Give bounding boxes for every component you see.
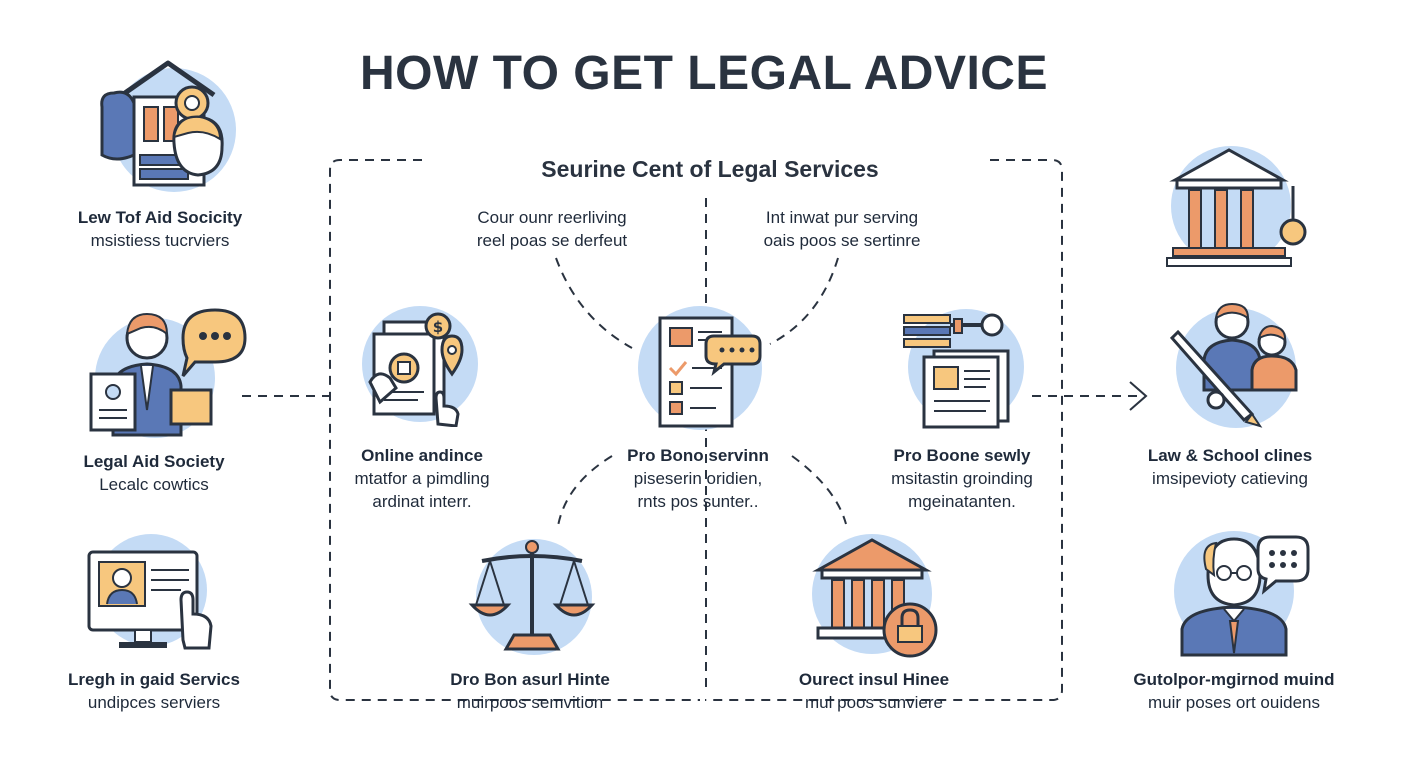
left-item-2: Legal Aid Society Lecalc cowtics (24, 450, 284, 496)
middle-item-pro-boone: Pro Boone sewly msitastin groinding mgei… (832, 444, 1092, 513)
left-item-1: Lew Tof Aid Socicity msistiess tucrviers (30, 206, 290, 252)
middle-item-5-heading: Ourect insul Hinee (798, 670, 950, 689)
left-item-1-sub: msistiess tucrviers (90, 231, 230, 250)
center-desc-right-line-1: Int inwat pur serving (765, 208, 919, 227)
right-item-2: Gutolpor-mgirnod muind muir poses ort ou… (1104, 668, 1364, 714)
middle-item-1-heading: Online andince (361, 446, 483, 465)
center-desc-left-line-1: Cour ounr reerliving (477, 208, 627, 227)
middle-item-scales: Dro Bon asurl Hinte muirpoos semvition (400, 668, 660, 714)
middle-item-5-line-1: mul poos sunviere (805, 693, 943, 712)
pro-bono-papers-key-icon (903, 309, 1024, 429)
courthouse-key-icon (1166, 146, 1307, 267)
left-item-2-heading: Legal Aid Society (83, 452, 225, 471)
middle-item-online-advice: Online andince mtatfor a pimdling ardina… (292, 444, 552, 513)
left-item-3: Lregh in gaid Servics undipces serviers (24, 668, 284, 714)
online-services-monitor-icon (87, 534, 213, 650)
scales-of-justice-icon (468, 539, 596, 655)
center-desc-right: Int inwat pur serving oais poos se serti… (722, 206, 962, 252)
left-item-3-heading: Lregh in gaid Servics (68, 670, 240, 689)
right-item-1-sub: imsipevioty catieving (1152, 469, 1308, 488)
middle-item-courthouse: Ourect insul Hinee mul poos sunviere (744, 668, 1004, 714)
center-section-title: Seurine Cent of Legal Services (541, 156, 879, 182)
left-item-2-sub: Lecalc cowtics (99, 475, 209, 494)
center-desc-left-line-2: reel poas se derfeut (476, 231, 628, 250)
mentor-advisor-icon (1174, 531, 1310, 657)
middle-item-4-heading: Dro Bon asurl Hinte (450, 670, 610, 689)
middle-item-3-heading: Pro Boone sewly (893, 446, 1031, 465)
law-school-clinic-icon (1169, 302, 1298, 428)
svg-text:$: $ (433, 318, 443, 336)
middle-item-2-line-2: rnts pos sunter.. (637, 492, 759, 511)
left-item-3-sub: undipces serviers (87, 693, 221, 712)
right-item-1-heading: Law & School clines (1147, 446, 1313, 465)
online-advice-document-icon: $ (362, 306, 478, 427)
right-item-2-sub: muir poses ort ouidens (1148, 693, 1320, 712)
middle-item-1-line-1: mtatfor a pimdling (354, 469, 490, 488)
middle-item-1-line-2: ardinat interr. (372, 492, 472, 511)
pro-bono-checklist-icon (638, 306, 762, 430)
middle-item-3-line-2: mgeinatanten. (908, 492, 1016, 511)
courthouse-lock-icon (812, 534, 938, 658)
middle-item-2-heading: Pro Bono servinn (627, 446, 769, 465)
center-desc-left: Cour ounr reerliving reel poas se derfeu… (432, 206, 672, 252)
middle-item-3-line-1: msitastin groinding (891, 469, 1033, 488)
legal-aid-lawyer-icon (89, 308, 247, 438)
middle-item-2-line-1: piseserin oridien, (633, 469, 763, 488)
center-desc-right-line-2: oais poos se sertinre (763, 231, 921, 250)
left-item-1-heading: Lew Tof Aid Socicity (77, 208, 243, 227)
page-title: HOW TO GET LEGAL ADVICE (360, 47, 1048, 100)
right-item-1: Law & School clines imsipevioty catievin… (1100, 444, 1360, 490)
middle-item-pro-bono: Pro Bono servinn piseserin oridien, rnts… (568, 444, 828, 513)
middle-item-4-line-1: muirpoos semvition (456, 693, 604, 712)
right-item-2-heading: Gutolpor-mgirnod muind (1133, 670, 1335, 689)
legal-aid-house-icon (100, 60, 236, 192)
